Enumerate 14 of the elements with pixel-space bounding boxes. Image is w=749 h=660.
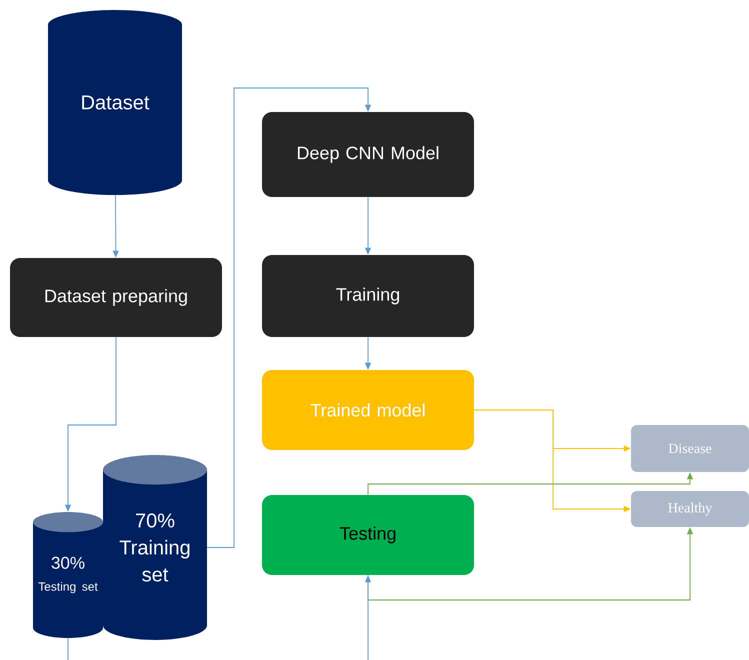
- process-box: Deep CNN Model: [262, 112, 474, 197]
- database-cylinder: 30% Testing set: [33, 512, 103, 638]
- node-label: Testing set: [38, 582, 98, 594]
- process-box: Dataset preparing: [10, 258, 222, 337]
- process-box: Testing: [262, 495, 474, 575]
- node-label: 30%: [52, 556, 84, 569]
- database-cylinder: 70% Training set: [103, 455, 207, 640]
- result-box: Healthy: [631, 491, 749, 527]
- arrow: [206, 88, 372, 548]
- result-box: Disease: [631, 425, 749, 472]
- process-box: Trained model: [262, 370, 474, 450]
- node-label: 70% Training set: [120, 513, 190, 582]
- process-box: Training: [262, 255, 474, 337]
- database-cylinder: Dataset: [48, 10, 182, 195]
